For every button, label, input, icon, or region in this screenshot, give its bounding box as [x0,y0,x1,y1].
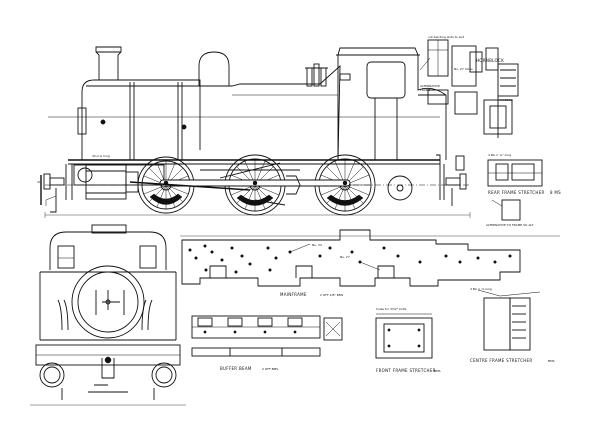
svg-text:ALTERNATIVE: ALTERNATIVE [420,84,440,88]
svg-text:cut bending slots to suit: cut bending slots to suit [428,35,465,39]
svg-text:BMS: BMS [548,359,555,363]
svg-text:MAINFRAME: MAINFRAME [280,292,307,297]
svg-text:holes for 3/32" bolts: holes for 3/32" bolts [376,307,407,311]
svg-text:BMS: BMS [434,369,441,373]
boiler [77,79,201,160]
side-tank [182,64,351,161]
mainframe-holes [188,244,512,274]
safety-valves [305,63,328,87]
centre-frame-stretcher: 4 BA × ⅝ long CENTRE FRAME STRETCHER BMS [470,287,555,363]
front-buffers [40,173,65,213]
svg-text:No. 27: No. 27 [340,255,350,259]
svg-text:No. 34: No. 34 [312,243,322,247]
hornblock-plan: HORNBLOCK [476,58,513,138]
svg-text:8 MS: 8 MS [550,190,561,195]
chimney [95,46,122,80]
mainframe-plate: No. 34 No. 27 MAINFRAME 2 OFF 1/8" BMS [180,229,560,297]
alternative-frame: ALTERNATIVE TO FRAME SO ALT [486,199,534,227]
svg-text:4¾×¾ long: 4¾×¾ long [92,154,110,158]
front-frame-stretcher: holes for 3/32" bolts FRONT FRAME STRETC… [375,307,441,373]
steam-dome [196,51,232,87]
svg-text:No. 27 holes: No. 27 holes [454,67,473,71]
svg-text:2 OFF BMS: 2 OFF BMS [262,367,278,371]
cylinder [85,164,139,200]
svg-text:BUFFER BEAM: BUFFER BEAM [220,366,252,371]
valve-gear [129,162,351,206]
side-elevation: 4¾ 4¾×¾ long [37,46,471,218]
svg-text:4¾: 4¾ [37,180,42,184]
svg-text:FRAME: FRAME [420,88,430,92]
svg-text:4 BA × ¾" long: 4 BA × ¾" long [488,153,511,157]
svg-text:REAR FRAME STRETCHER: REAR FRAME STRETCHER [488,190,545,195]
svg-text:2 OFF 1/8" BMS: 2 OFF 1/8" BMS [320,293,343,297]
rear-frame-stretcher: 4 BA × ¾" long REAR FRAME STRETCHER 8 MS [487,153,561,195]
svg-text:4 BA × ⅝ long: 4 BA × ⅝ long [470,287,492,291]
bracket-detail [323,317,343,341]
svg-text:CENTRE FRAME STRETCHER: CENTRE FRAME STRETCHER [470,358,532,363]
hornblock-details: cut bending slots to suit No. 27 holes A… [420,35,499,115]
svg-text:ALTERNATIVE TO FRAME SO ALT: ALTERNATIVE TO FRAME SO ALT [486,223,534,227]
running-plate [65,154,445,200]
buffer-beam: BUFFER BEAM 2 OFF BMS [191,315,321,371]
axlebox-detail: AXLEBOX [497,63,519,102]
cab [336,47,447,161]
pony-wheel-rear [387,175,413,201]
svg-text:FRONT FRAME STRETCHER: FRONT FRAME STRETCHER [376,368,436,373]
svg-text:HORNBLOCK: HORNBLOCK [476,58,504,63]
rear-buffers [445,155,467,206]
front-view [30,224,186,406]
